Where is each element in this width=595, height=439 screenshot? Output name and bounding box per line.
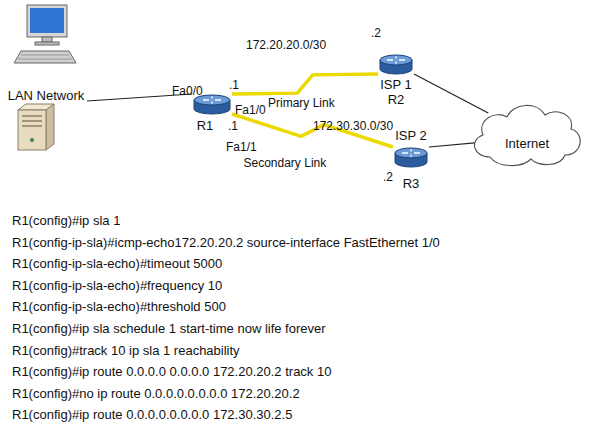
interface-label: Fa0/0 [172,85,203,97]
config-line: R1(config)#ip route 0.0.0.0.0.0.0.0 172.… [12,408,292,421]
config-line: R1(config)#track 10 ip sla 1 reachabilit… [12,344,240,357]
router-label: R1 [197,119,214,132]
config-line: R1(config-ip-sla-echo)#threshold 500 [12,300,226,313]
config-line: R1(config-ip-sla-echo)#frequency 10 [12,279,222,292]
router-label: R3 [403,177,420,190]
host-label: LAN Network [8,89,85,102]
router-icon [393,145,429,169]
isp-label: ISP 1 [380,78,412,91]
router: ISP 1R2 [378,52,414,76]
serial-link [232,74,378,94]
network-link [414,74,488,113]
host-address: .2 [371,27,381,39]
lan-host: LAN Network [5,3,87,103]
config-line: R1(config)#no ip route 0.0.0.0.0.0.0.0 1… [12,387,300,400]
cloud-label: Internet [505,137,549,150]
subnet-label: 172.30.30.0/30 [313,120,393,132]
host-address: .2 [383,171,393,183]
isp-label: ISP 2 [395,129,427,142]
server-icon [18,104,54,150]
cloud: Internet [465,95,585,170]
router: ISP 2R3 [393,145,429,169]
router-label: R2 [388,93,405,106]
config-line: R1(config)#ip route 0.0.0.0 0.0.0.0 172.… [12,365,331,378]
config-line: R1(config-ip-sla-echo)#timeout 5000 [12,257,222,270]
cloud-icon [465,95,585,170]
network-link [429,143,477,147]
pc-icon [5,3,87,103]
link-label: Primary Link [268,97,335,109]
config-line: R1(config)#ip sla 1 [12,214,120,227]
subnet-label: 172.20.20.0/30 [246,39,326,51]
config-line: R1(config)#ip sla schedule 1 start-time … [12,322,326,335]
router-icon [378,52,414,76]
host-address: .1 [228,120,238,132]
interface-label: Fa1/1 [226,141,257,153]
interface-label: Fa1/0 [235,104,266,116]
host-address: .1 [229,79,239,91]
link-label: Secondary Link [244,157,327,169]
config-line: R1(config-ip-sla)#icmp-echo172.20.20.2 s… [12,236,440,249]
